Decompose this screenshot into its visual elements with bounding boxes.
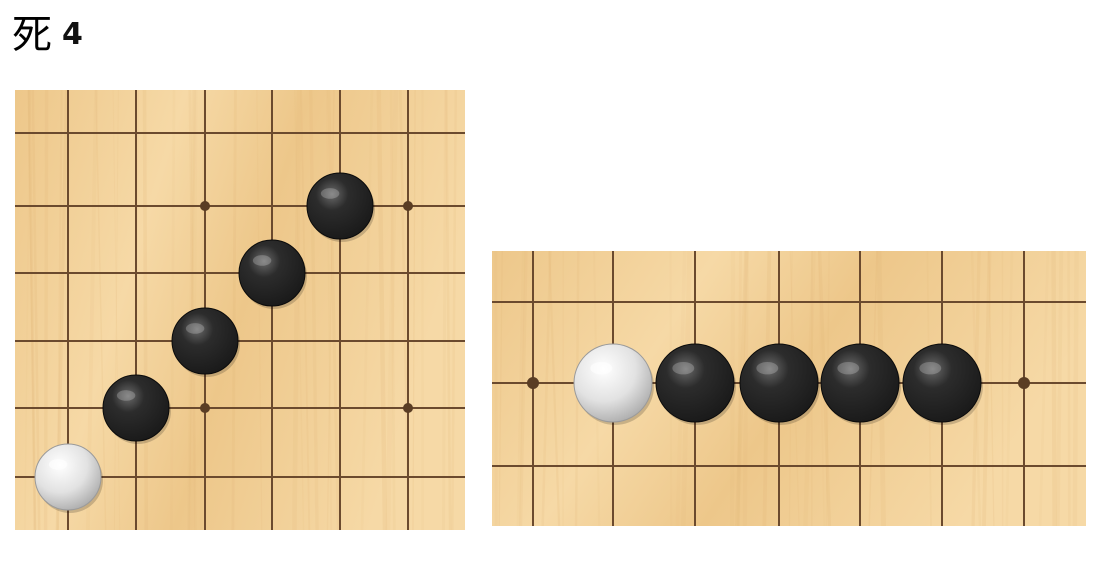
black-stone [902,343,983,425]
star-point [527,377,539,389]
star-point [200,403,210,413]
diagonal-board-svg [15,90,465,530]
diagram-title: 死 4 [12,10,83,60]
horizontal-board-svg [492,251,1086,526]
status-label: 死 [12,12,52,58]
white-stone [573,343,654,425]
black-stone [238,239,307,309]
black-stone [820,343,901,425]
black-stone [171,307,240,377]
count-label: 4 [62,17,83,52]
diagonal-board [15,90,465,530]
black-stone [655,343,736,425]
horizontal-board [492,251,1086,526]
star-point [1018,377,1030,389]
star-point [403,403,413,413]
star-point [200,201,210,211]
black-stone [102,374,171,444]
black-stone [739,343,820,425]
white-stone [34,443,103,513]
black-stone [306,172,375,242]
star-point [403,201,413,211]
